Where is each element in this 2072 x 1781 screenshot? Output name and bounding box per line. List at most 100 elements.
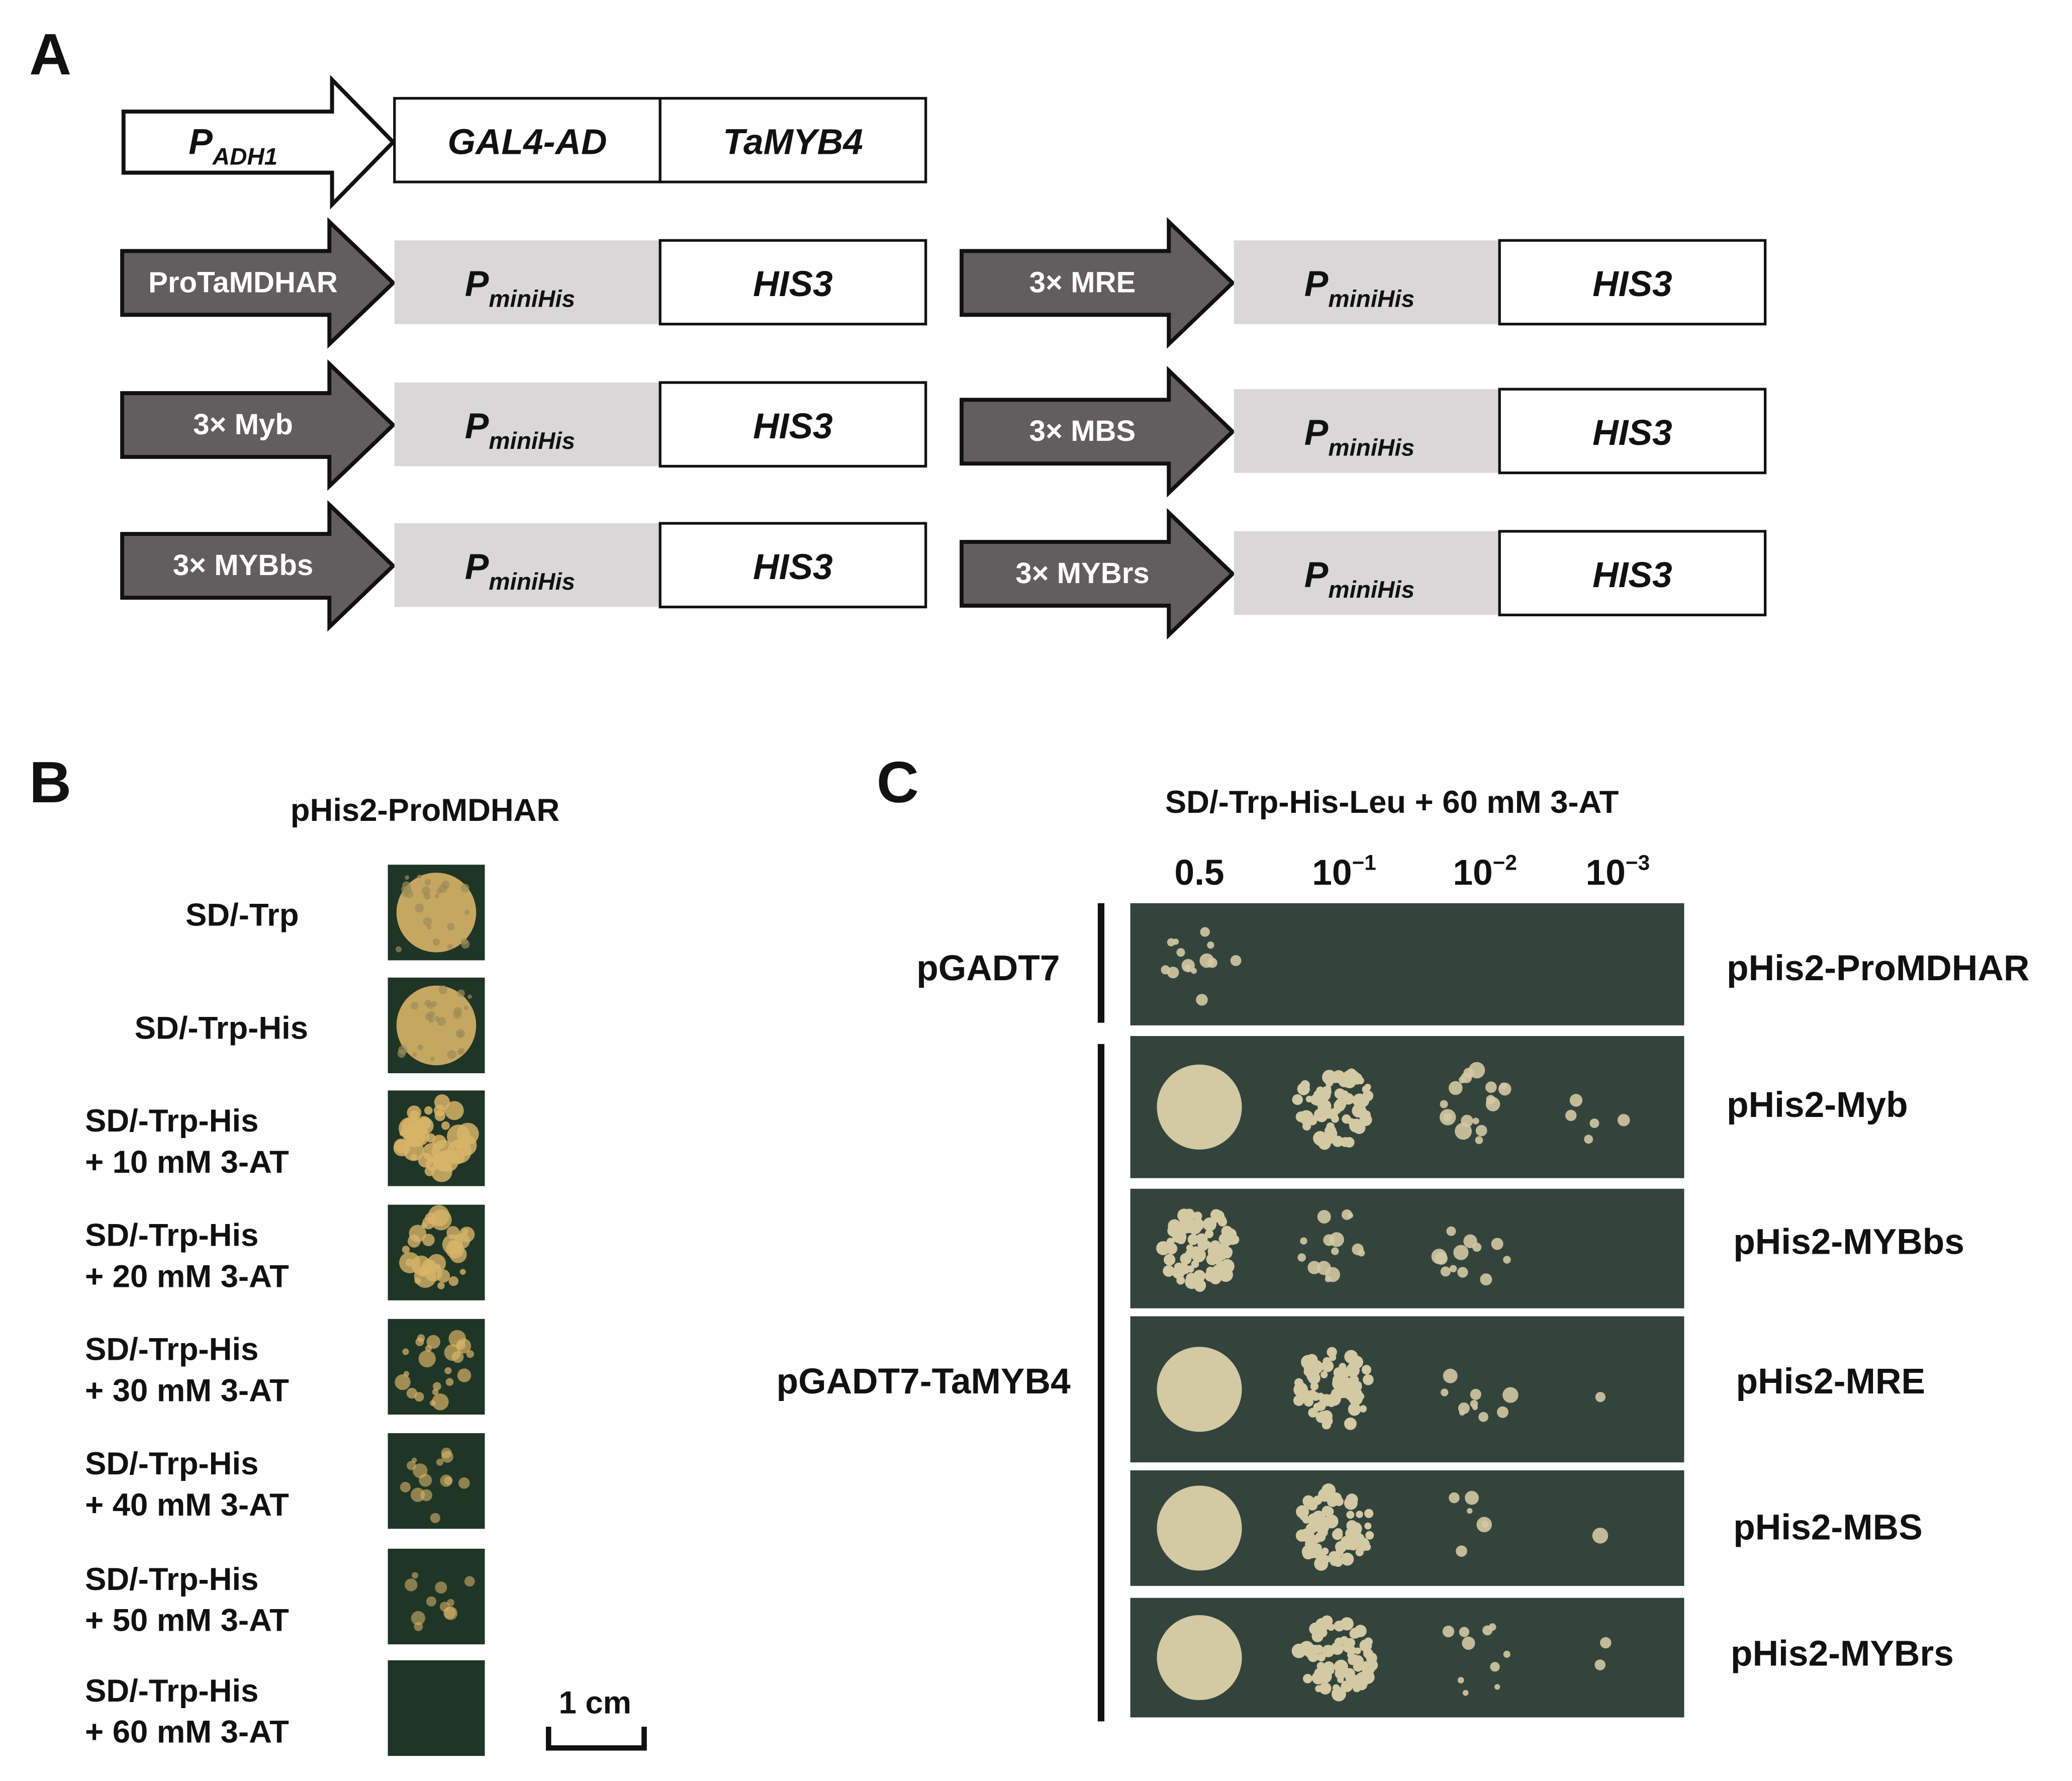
dilution-label: 0.5 xyxy=(1174,853,1224,893)
colony-spot xyxy=(1182,1214,1194,1226)
colony-spot xyxy=(400,1481,411,1492)
colony-spot xyxy=(1364,1509,1374,1518)
colony-spot xyxy=(436,1458,443,1466)
colony-spot xyxy=(1292,1094,1303,1105)
colony-spot xyxy=(447,1124,471,1149)
colony-spot xyxy=(1347,1651,1355,1659)
dilution-label: 10−1 xyxy=(1312,851,1376,893)
colony-spot xyxy=(414,1622,423,1631)
plate-cell: SD/-Trp-His+ 10 mM 3-AT xyxy=(85,1090,485,1186)
colony-spot xyxy=(1310,1647,1318,1654)
colony-spot xyxy=(1167,966,1179,979)
colony-spot xyxy=(1193,1211,1202,1221)
colony-spot xyxy=(1359,1639,1372,1652)
colony-spot xyxy=(1331,1074,1340,1083)
colony-spot xyxy=(1200,927,1210,937)
his3-box xyxy=(1498,239,1767,326)
colony-spot xyxy=(426,1596,436,1607)
reporter-label: pHis2-ProMDHAR xyxy=(1727,948,2029,988)
colony-spot xyxy=(403,1124,426,1148)
condition-label: SD/-Trp-His xyxy=(135,1010,308,1046)
colony-spot xyxy=(1341,1680,1353,1693)
minimal-promoter-box xyxy=(394,523,661,607)
cis-element-label: 3× Myb xyxy=(193,408,293,441)
colony-spot xyxy=(1316,1534,1325,1542)
colony-spot xyxy=(1317,1210,1331,1224)
spot-assay-row xyxy=(1130,903,1684,1025)
colony-spot xyxy=(1365,1531,1374,1540)
cis-element-arrow xyxy=(120,217,396,349)
colony-spot xyxy=(1197,1240,1209,1251)
colony-spot xyxy=(1157,1064,1242,1150)
colony-spot xyxy=(1322,1506,1333,1517)
colony-spot xyxy=(1595,1392,1606,1402)
tamyb4-label: TaMYB4 xyxy=(723,122,863,162)
colony-spot xyxy=(1476,1517,1492,1533)
colony-spot xyxy=(1459,1076,1466,1084)
colony-spot xyxy=(1349,1118,1363,1133)
colony-spot xyxy=(424,1106,433,1115)
colony-texture xyxy=(417,874,422,879)
cis-element-arrow xyxy=(960,365,1236,498)
colony-spot xyxy=(1331,1642,1344,1655)
colony-spot xyxy=(1187,1265,1194,1273)
colony-spot xyxy=(1187,1234,1199,1245)
spot-assay-row xyxy=(1130,1598,1684,1718)
colony-texture xyxy=(412,1052,417,1057)
colony-spot xyxy=(1295,1111,1306,1122)
colony-spot xyxy=(407,1235,421,1248)
colony-texture xyxy=(464,909,470,915)
colony-spot xyxy=(1463,1234,1477,1248)
scale-bar-line xyxy=(545,1726,647,1751)
colony-spot xyxy=(1344,1556,1352,1563)
panel-c-title: SD/-Trp-His-Leu + 60 mM 3-AT xyxy=(1165,785,1619,820)
colony-spot xyxy=(1307,1513,1321,1526)
colony-spot xyxy=(1475,1136,1483,1145)
colony-spot xyxy=(1318,1089,1331,1101)
colony-spot xyxy=(1221,1246,1233,1258)
colony-spot xyxy=(1356,1511,1363,1518)
colony-spot xyxy=(1320,1111,1329,1120)
colony-spot xyxy=(1569,1094,1583,1107)
colony-texture xyxy=(463,1005,468,1010)
colony-spot xyxy=(466,1350,475,1358)
colony-spot xyxy=(1363,1374,1374,1385)
spot-assay-row xyxy=(1130,1470,1684,1586)
colony-spot xyxy=(1448,1081,1463,1095)
condition-label-line1: SD/-Trp-His xyxy=(85,1446,258,1481)
colony-texture xyxy=(415,903,424,913)
colony-spot xyxy=(1440,1266,1451,1277)
colony-spot xyxy=(1228,1237,1237,1245)
minimal-promoter-box xyxy=(1234,389,1500,473)
colony-spot xyxy=(1345,1528,1356,1539)
colony-spot xyxy=(1352,1104,1366,1118)
panel-label-c: C xyxy=(877,749,919,815)
his3-box xyxy=(658,381,927,468)
colony-spot xyxy=(1202,1217,1217,1232)
his3-label: HIS3 xyxy=(1592,264,1672,304)
colony-texture xyxy=(428,1010,435,1018)
minimal-promoter-box xyxy=(1234,240,1500,324)
colony-spot xyxy=(1354,1625,1367,1637)
colony-spot xyxy=(1443,1113,1452,1121)
colony-spot xyxy=(1172,1266,1185,1279)
colony-spot xyxy=(409,1110,420,1120)
colony-texture xyxy=(434,893,439,898)
colony-texture xyxy=(457,989,465,997)
colony-spot xyxy=(1361,1661,1375,1675)
colony-spot xyxy=(1301,1528,1310,1537)
colony-texture xyxy=(424,879,431,886)
reporter-label: pHis2-MRE xyxy=(1736,1361,1925,1401)
colony-spot xyxy=(1346,1493,1358,1506)
colony-spot xyxy=(410,1487,425,1502)
colony-spot xyxy=(424,1263,442,1282)
colony-spot xyxy=(435,1581,447,1594)
colony-spot xyxy=(1457,1267,1468,1278)
colony-spot xyxy=(1348,1402,1361,1416)
reporter-label: pHis2-MYBrs xyxy=(1731,1633,1954,1673)
colony-spot xyxy=(1338,1370,1346,1378)
